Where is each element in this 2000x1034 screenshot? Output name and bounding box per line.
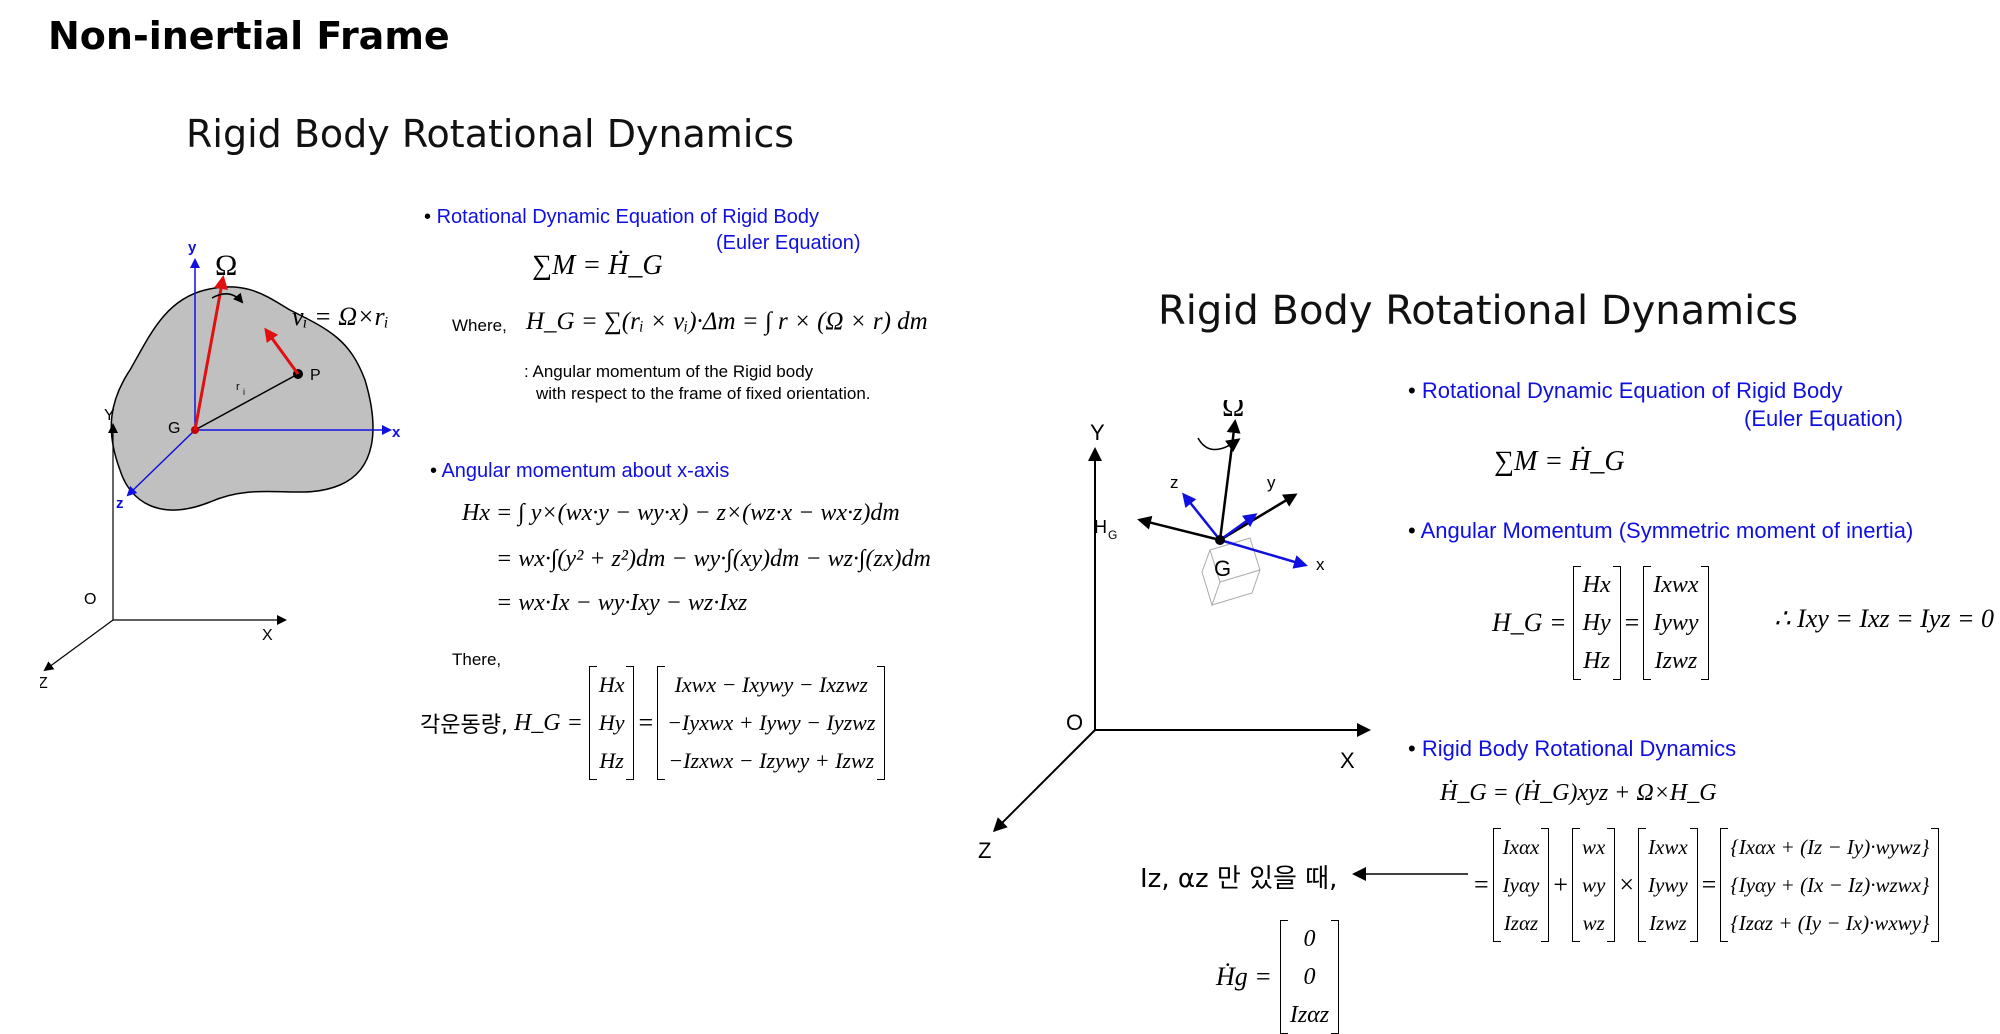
svg-text:Z: Z xyxy=(978,838,991,860)
svg-text:O: O xyxy=(84,591,96,608)
right-inertial-z-axis xyxy=(992,729,1096,833)
left-bullet-1: • Rotational Dynamic Equation of Rigid B… xyxy=(424,206,820,228)
svg-text:Y: Y xyxy=(104,407,115,424)
hg-dot-equation: Ḣg = 0 0 Izαz xyxy=(1216,920,1340,1034)
svg-text:z: z xyxy=(116,495,124,512)
angular-momentum-note-1: : Angular momentum of the Rigid body xyxy=(524,362,814,381)
svg-text:Ω: Ω xyxy=(1222,400,1244,423)
left-hg-vector: Hx Hy Hz xyxy=(588,666,635,780)
omega-vector xyxy=(193,275,228,431)
svg-text:G: G xyxy=(168,420,180,437)
where-label: Where, xyxy=(452,316,507,335)
korean-angular-momentum-label: 각운동량, xyxy=(420,713,508,738)
angular-momentum-note-2: with respect to the frame of fixed orien… xyxy=(536,384,871,403)
where-equation: H_G = ∑(rᵢ × vᵢ)·Δm = ∫ r × (Ω × r) dm xyxy=(526,308,928,335)
right-bullet-1: • Rotational Dynamic Equation of Rigid B… xyxy=(1408,378,1843,403)
svg-text:O: O xyxy=(1066,710,1083,735)
page-title: Non-inertial Frame xyxy=(48,14,450,58)
annotation-arrow xyxy=(1352,867,1468,881)
svg-text:x: x xyxy=(392,424,401,441)
right-hg-vector: Hx Hy Hz xyxy=(1572,566,1621,680)
svg-text:X: X xyxy=(1340,748,1355,773)
svg-text:Z: Z xyxy=(40,675,48,692)
body-z-axis xyxy=(126,429,196,497)
svg-text:z: z xyxy=(1170,473,1179,492)
symmetric-inertia-condition: ∴ Ixy = Ixz = Iyz = 0 xyxy=(1774,604,1995,633)
right-sum-equation: ∑M = Ḣ_G xyxy=(1494,446,1625,477)
left-rigid-body-diagram: Ω y x z G P r i Y X Z O xyxy=(40,240,401,692)
dynamics-equation: Ḣ_G = (Ḣ_G)xyz + Ω×H_G xyxy=(1440,780,1717,806)
right-hg-rhs-vector: Ixwx Iywy Izwz xyxy=(1643,566,1709,680)
right-point-g xyxy=(1215,535,1225,545)
hx-equation-line-2: = wx·∫(y² + z²)dm − wy·∫(xy)dm − wz·∫(zx… xyxy=(496,546,931,572)
svg-text:X: X xyxy=(262,627,273,644)
svg-text:H: H xyxy=(1094,517,1107,537)
position-vector-ri xyxy=(194,373,299,431)
right-heading: Rigid Body Rotational Dynamics xyxy=(1158,288,1799,334)
omega-rotation-arrow xyxy=(211,292,244,304)
iz-alpha-only-note: Iz, αz 만 있을 때, xyxy=(1140,864,1338,894)
alpha-vector: Ixαx Iyαy Izαz xyxy=(1492,828,1550,942)
right-omega-vector xyxy=(1218,419,1241,541)
left-bullet-1-subtitle: (Euler Equation) xyxy=(716,232,861,254)
hx-equation-line-1: Hx = ∫ y×(wx·y − wy·x) − z×(wz·x − wx·z)… xyxy=(462,500,900,526)
omega-label: Ω xyxy=(215,249,237,282)
w-vector: wx wy wz xyxy=(1572,828,1616,942)
right-bullet-2: • Angular Momentum (Symmetric moment of … xyxy=(1408,518,1914,543)
right-bullet-1-subtitle: (Euler Equation) xyxy=(1744,406,1903,431)
hx-equation-line-3: = wx·Ix − wy·Ixy − wz·Ixz xyxy=(496,590,748,616)
left-hg-matrix-equation: 각운동량, H_G = Hx Hy Hz = Ixwx − Ixywy − Ix… xyxy=(420,666,886,780)
left-bullet-2: • Angular momentum about x-axis xyxy=(430,460,730,482)
svg-text:P: P xyxy=(310,367,321,384)
svg-text:i: i xyxy=(243,387,245,397)
right-bullet-3: • Rigid Body Rotational Dynamics xyxy=(1408,736,1737,761)
right-x-axis-blue xyxy=(1219,538,1308,569)
hg-dot-vector: 0 0 Izαz xyxy=(1279,920,1340,1034)
left-hg-lhs: H_G = xyxy=(513,709,583,736)
right-omega-rotation-arrow xyxy=(1197,437,1241,453)
there-label: There, xyxy=(452,650,502,669)
right-hg-matrix-equation: H_G = Hx Hy Hz = Ixwx Iywy Izwz xyxy=(1492,566,1709,680)
left-heading: Rigid Body Rotational Dynamics xyxy=(186,112,795,156)
svg-text:r: r xyxy=(236,381,240,393)
svg-text:y: y xyxy=(1267,473,1276,492)
right-z-axis-blue xyxy=(1182,492,1221,541)
left-sum-equation: ∑M = Ḣ_G xyxy=(532,250,663,281)
rigid-body-shape xyxy=(110,286,374,511)
inertial-z-axis xyxy=(43,619,114,672)
right-rigid-body-diagram: Y X Z O Ω H G z y x G xyxy=(978,400,1371,860)
right-y-axis-blue xyxy=(1219,513,1258,542)
svg-text:y: y xyxy=(188,240,197,256)
svg-text:G: G xyxy=(1214,556,1231,581)
velocity-equation: vᵢ = Ω×rᵢ xyxy=(292,302,389,331)
body-cube xyxy=(1201,537,1261,607)
right-hg-vector xyxy=(1137,515,1221,542)
iw-vector: Ixwx Iywy Izwz xyxy=(1638,828,1698,942)
result-vector: {Ixαx + (Iz − Iy)·wywz} {Iyαy + (Ix − Iz… xyxy=(1720,828,1940,942)
svg-text:Y: Y xyxy=(1090,420,1105,445)
svg-text:G: G xyxy=(1108,528,1117,542)
svg-text:x: x xyxy=(1316,555,1325,574)
velocity-vector xyxy=(264,327,300,375)
left-hg-rhs-matrix: Ixwx − Ixywy − Ixzwz −Iyxwx + Iywy − Iyz… xyxy=(657,666,886,780)
dynamics-matrix-expansion: = Ixαx Iyαy Izαz + wx wy wz × Ixwx Iywy … xyxy=(1470,828,1940,942)
